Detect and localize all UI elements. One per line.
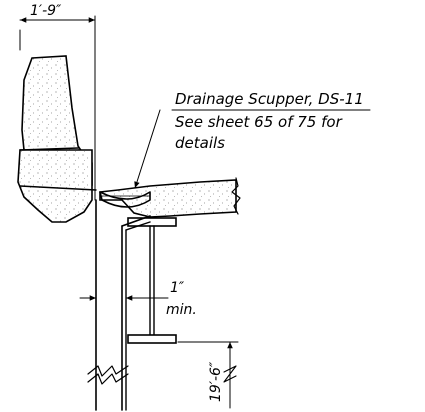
clearance-dimension: 1″ min.: [79, 280, 197, 318]
clearance-value: 1″: [170, 280, 185, 296]
deck-slab: [99, 179, 237, 218]
deck-top-line: [19, 185, 97, 191]
downspout-pipe: [87, 199, 151, 411]
scupper-bowl: [99, 191, 151, 208]
drainage-callout: Drainage Scupper, DS-11 See sheet 65 of …: [134, 90, 371, 189]
height-label: 19′-6″: [208, 361, 224, 402]
top-width-label: 1′-9″: [30, 3, 62, 19]
top-width-dimension: 1′-9″: [19, 3, 96, 201]
girder-bottom-flange: [127, 334, 177, 344]
callout-line-1: Drainage Scupper, DS-11: [175, 90, 364, 108]
clearance-note: min.: [166, 302, 197, 318]
barrier-base: [17, 149, 93, 223]
callout-line-2: See sheet 65 of 75 for: [175, 113, 343, 131]
deck-break-line: [231, 177, 241, 215]
girder-top-flange: [127, 217, 177, 227]
barrier-joint: [19, 147, 79, 151]
height-dimension: 19′-6″: [177, 341, 239, 409]
callout-line-3: details: [175, 134, 225, 152]
